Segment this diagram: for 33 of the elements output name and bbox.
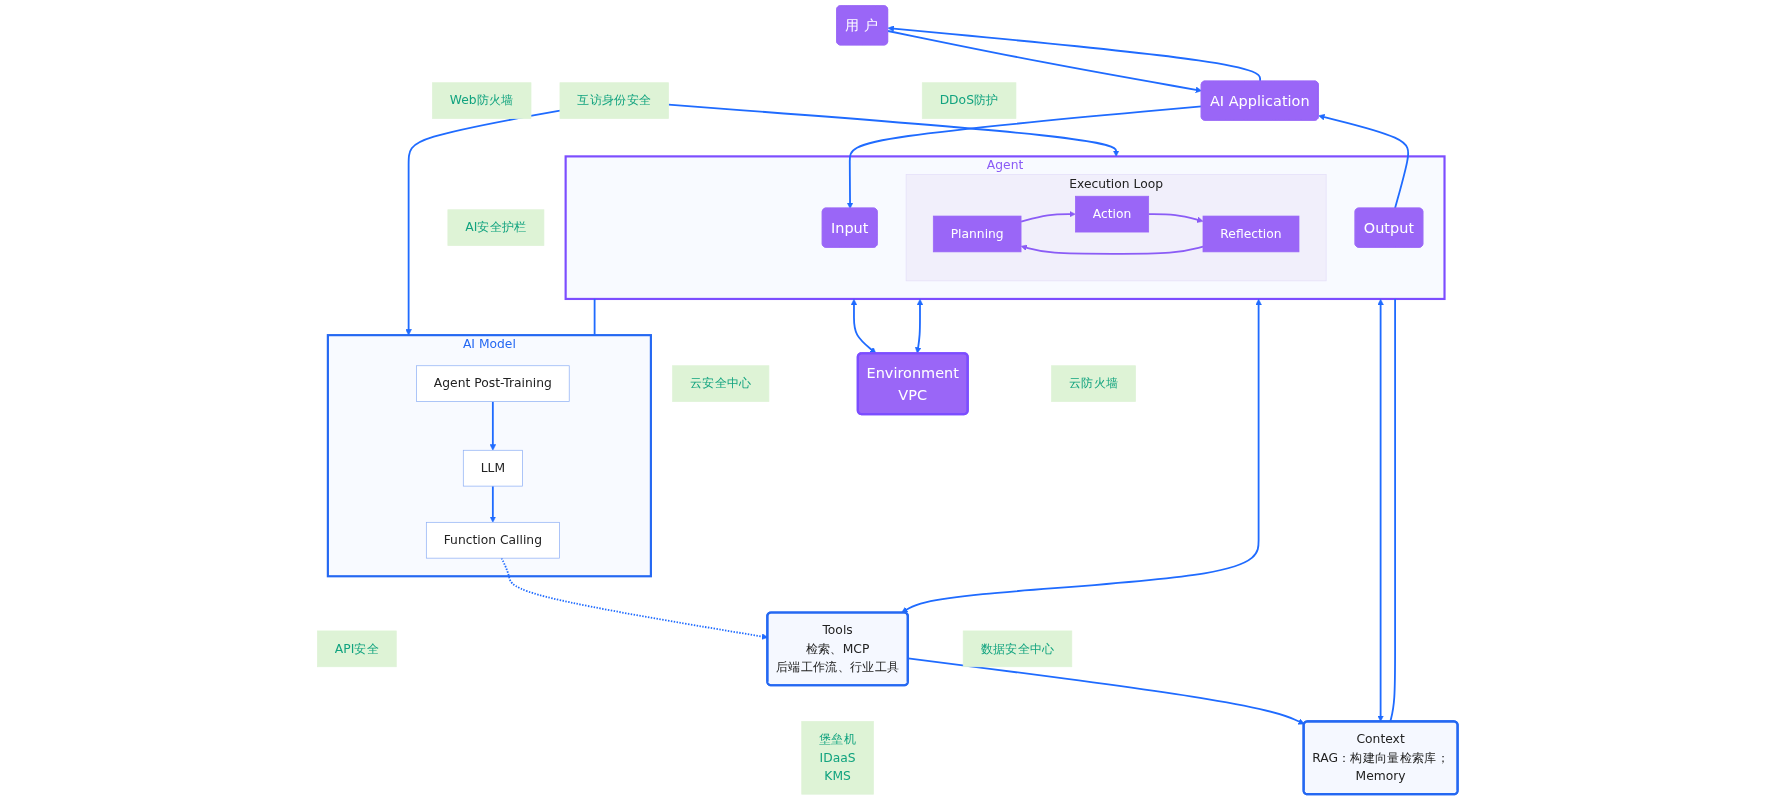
arrow [887,25,1262,83]
node-box: Action [1075,195,1150,233]
arrow [500,557,768,640]
connector [593,298,596,337]
arrow [907,657,1305,725]
node-box: 数据安全中心 [962,630,1073,668]
arrow [901,298,1262,613]
arrow [1147,213,1204,223]
node-box: DDoS防护 [921,82,1017,119]
node-box: Reflection [1202,215,1300,253]
arrow [915,298,924,354]
arrow [846,105,1203,209]
arrow [850,298,877,354]
node-box: LLM [462,449,523,487]
arrow [1020,210,1076,223]
node-box: API安全 [317,630,397,668]
node-box: 互访身份安全 [559,82,669,119]
arrow [489,485,497,523]
node-box: Function Calling [425,521,560,559]
node-box: 堡垒机 IDaaS KMS [801,721,874,795]
node-box: 云安全中心 [672,365,770,402]
arrow [489,400,497,451]
node-box: Agent Post-Training [416,365,570,402]
arrow [1020,244,1204,255]
node-box: 云防火墙 [1051,365,1136,402]
node-box: Planning [932,215,1022,253]
arrow [1377,298,1384,722]
arrow [1318,114,1410,210]
node-box: AI安全护栏 [447,209,545,246]
node-box: Web防火墙 [432,82,532,119]
arrow [887,30,1202,93]
arrow [405,109,561,336]
arrow [667,103,1120,157]
